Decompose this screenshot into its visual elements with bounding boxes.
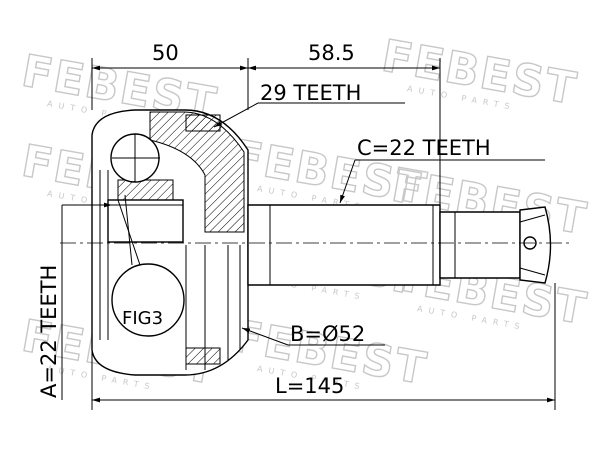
cv-joint-housing — [91, 109, 249, 376]
drive-shaft — [60, 204, 570, 286]
teeth-c-label: C=22 TEETH — [357, 136, 491, 160]
callout-c-teeth: C=22 TEETH — [339, 136, 545, 204]
callout-29-teeth: 29 TEETH — [213, 81, 405, 128]
teeth-29-label: 29 TEETH — [260, 81, 361, 105]
fig3-circle — [111, 263, 185, 337]
dimension-58-5-label: 58.5 — [308, 41, 355, 65]
length-dimension: L=145 — [91, 283, 556, 410]
fig3-label: FIG3 — [122, 308, 163, 329]
callout-b-diameter: B=Ø52 — [241, 322, 385, 346]
teeth-a-label: A=22 TEETH — [37, 265, 61, 398]
diameter-b-label: B=Ø52 — [290, 322, 365, 346]
fig3-callout: FIG3 — [111, 194, 185, 337]
dimension-50-label: 50 — [152, 41, 179, 65]
length-l-label: L=145 — [275, 374, 344, 398]
top-dimensions: 50 58.5 — [91, 41, 441, 205]
callout-a-teeth: A=22 TEETH — [37, 202, 112, 400]
